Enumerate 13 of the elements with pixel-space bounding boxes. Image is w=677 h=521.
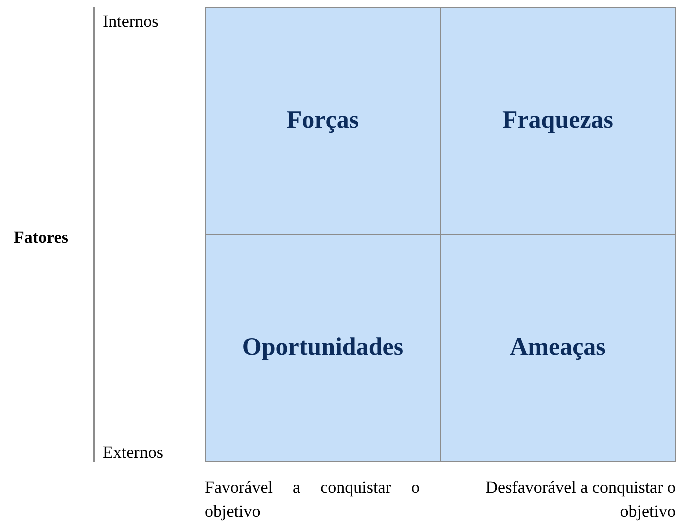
quadrant-box	[440, 7, 676, 235]
axis-label: Externos	[103, 442, 164, 464]
quadrant-title: Fraquezas	[502, 106, 614, 136]
quadrant-box	[440, 234, 676, 462]
axis-label: Desfavorável a conquistar o objetivo	[484, 477, 676, 521]
quadrant-box	[205, 234, 441, 462]
quadrant-title: Oportunidades	[242, 333, 404, 364]
quadrant-title: Ameaças	[510, 333, 606, 364]
quadrant-title: Forças	[286, 106, 360, 136]
quadrant-box	[205, 7, 441, 235]
axis-label: Favorável a conquistar o objetivo	[205, 477, 420, 521]
axis-label: Fatores	[14, 227, 68, 249]
axis-label: Internos	[103, 11, 159, 33]
